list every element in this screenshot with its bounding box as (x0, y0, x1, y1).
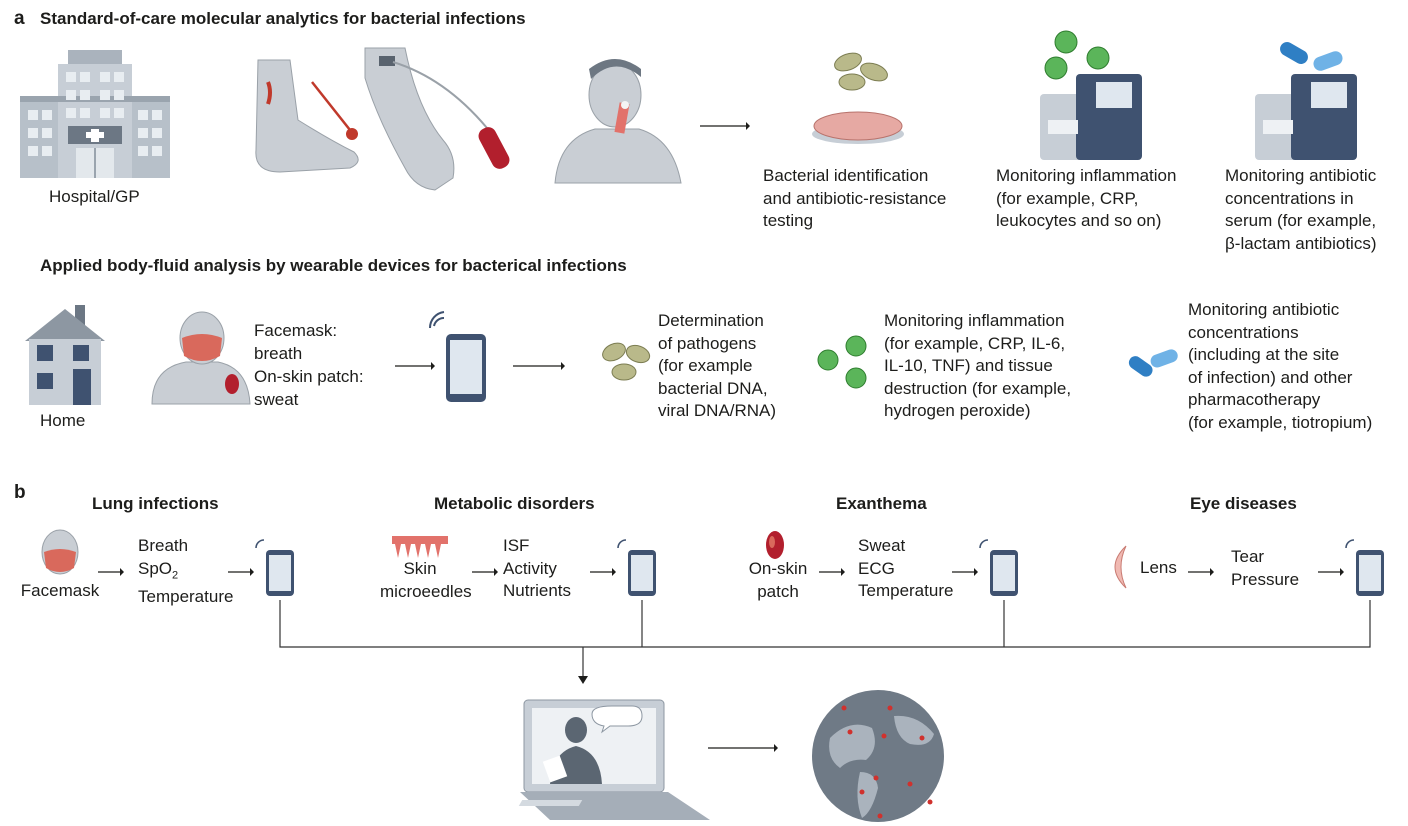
arrow-to-pathogens (513, 362, 565, 370)
lens-icon (1114, 545, 1127, 589)
lung-measures: Breath SpO2 Temperature (138, 536, 234, 607)
analyzer-antibiotic-icon (1255, 42, 1357, 160)
arrow-metabolic-1 (472, 568, 498, 576)
pathogen-icon (602, 342, 651, 381)
onskin-sweat-text: On-skin patch:sweat (254, 367, 364, 409)
phone-eye-icon (1345, 539, 1384, 596)
home-label: Home (40, 411, 86, 430)
petri-dish-bacteria-illustration (812, 52, 904, 144)
panel-b-letter: b (14, 482, 26, 503)
wearable-subtitle: Applied body-fluid analysis by wearable … (40, 256, 627, 275)
group-title-eye: Eye diseases (1190, 494, 1297, 513)
pill-icon (1128, 349, 1178, 377)
inflammation-wearable-text: Monitoring inflammation(for example, CRP… (884, 311, 1072, 420)
foot-wound-illustration (255, 59, 359, 173)
monitoring-inflammation-text: Monitoring inflammation(for example, CRP… (996, 166, 1177, 230)
device-lens: Lens (1140, 558, 1177, 577)
arrow-eye-1 (1188, 568, 1214, 576)
smartphone-icon (428, 311, 486, 402)
device-facemask: Facemask (20, 581, 100, 600)
arrow-to-globe (708, 744, 778, 752)
arrow-to-phone (395, 362, 435, 370)
home-icon (25, 305, 105, 405)
arrow-lung-2 (228, 568, 254, 576)
facemask-breath-text: Facemask:breath (254, 321, 338, 363)
hospital-label: Hospital/GP (49, 187, 140, 206)
arrow-to-analytics (700, 122, 750, 130)
arm-blood-draw-illustration (364, 47, 510, 191)
throat-swab-illustration (554, 59, 682, 184)
group-title-lung: Lung infections (92, 494, 219, 513)
laptop-telemedicine-illustration (518, 699, 710, 820)
facemask-icon (41, 529, 79, 575)
arrow-metabolic-2 (590, 568, 616, 576)
arrow-lung-1 (98, 568, 124, 576)
arrow-exanthema-2 (952, 568, 978, 576)
phone-metabolic-icon (617, 539, 656, 596)
analyzer-inflammation-icon (1040, 30, 1142, 160)
person-mask-patch-illustration (151, 311, 251, 405)
phone-exanthema-icon (979, 539, 1018, 596)
group-title-metabolic: Metabolic disorders (434, 494, 595, 513)
panel-a-title: Standard-of-care molecular analytics for… (40, 9, 526, 28)
group-title-exanthema: Exanthema (836, 494, 927, 513)
globe-icon (812, 690, 944, 822)
phone-lung-icon (255, 539, 294, 596)
hospital-icon (20, 50, 170, 178)
panel-a-letter: a (14, 8, 25, 29)
microneedle-icon (392, 536, 448, 558)
arrow-eye-2 (1318, 568, 1344, 576)
arrow-exanthema-1 (819, 568, 845, 576)
onskin-patch-icon (766, 531, 784, 559)
leukocyte-icon (817, 335, 867, 389)
